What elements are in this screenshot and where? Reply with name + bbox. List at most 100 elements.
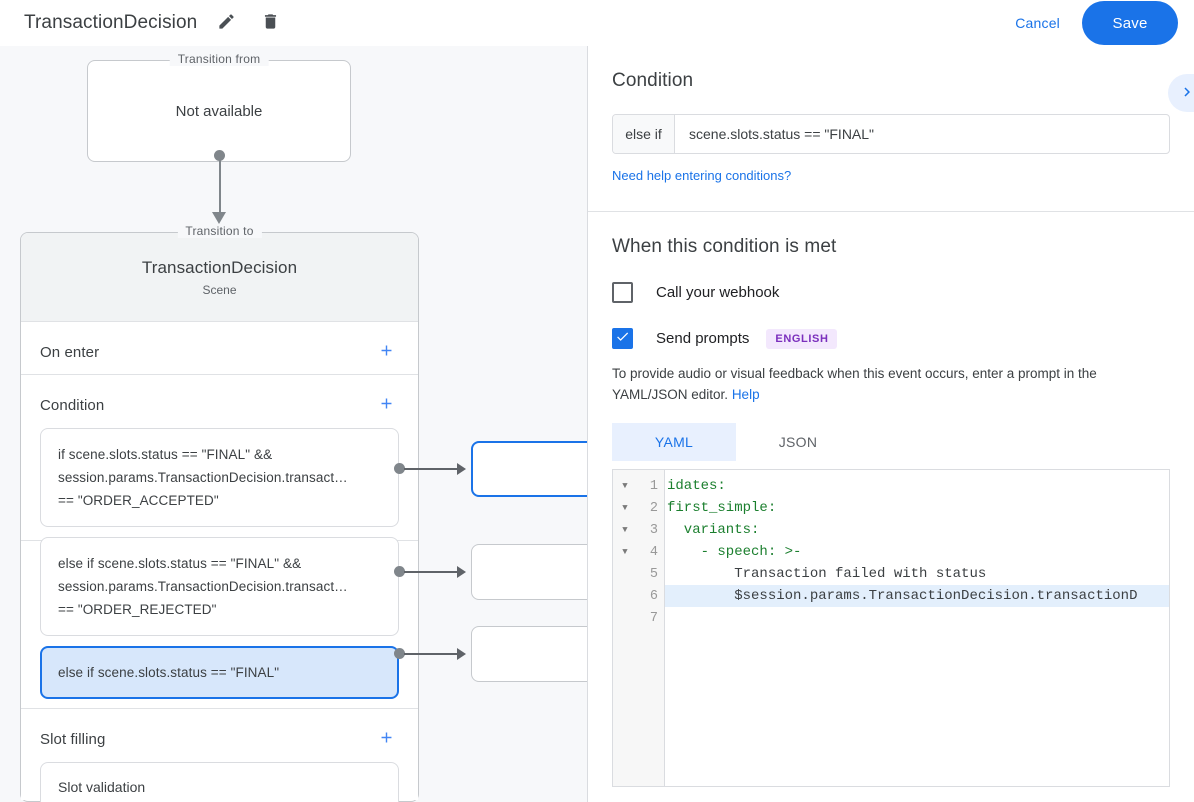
editor-line-number: 5 (649, 566, 658, 582)
need-help-conditions-link[interactable]: Need help entering conditions? (612, 168, 792, 183)
fold-toggle-icon[interactable]: ▼ (622, 481, 628, 491)
language-badge: ENGLISH (766, 328, 838, 349)
condition-heading: Condition (612, 70, 694, 91)
target-node-1[interactable] (471, 441, 588, 497)
editor-line-number: 7 (649, 610, 658, 626)
edge-dot (394, 648, 405, 659)
expand-panel-button[interactable] (1168, 74, 1194, 112)
plus-icon (378, 729, 395, 749)
transition-from-frame (87, 60, 351, 162)
fold-toggle-icon[interactable]: ▼ (622, 503, 628, 513)
connector-arrow-icon (212, 212, 226, 224)
scene-header: TransactionDecision Scene (21, 233, 418, 321)
call-webhook-checkbox[interactable] (612, 282, 633, 303)
editor-code-text: $session.params.TransactionDecision.tran… (667, 588, 1138, 604)
add-condition-button[interactable] (374, 393, 398, 417)
condition-card-line: session.params.TransactionDecision.trans… (58, 579, 348, 594)
editor-code-text: first_simple: (667, 500, 777, 516)
editor-code-line (665, 607, 1169, 629)
details-panel: Condition else if Need help entering con… (588, 46, 1194, 802)
transition-to-card: TransactionDecision Scene On enter (20, 224, 419, 802)
section-on-enter-header: On enter (21, 322, 418, 364)
transition-from-legend: Transition from (169, 52, 269, 66)
transition-to-frame: TransactionDecision Scene On enter (20, 232, 419, 802)
transition-from-value: Not available (175, 102, 263, 120)
connector-dot (214, 150, 225, 161)
condition-card-line: == "ORDER_REJECTED" (58, 602, 217, 617)
prompts-description-text: To provide audio or visual feedback when… (612, 366, 1097, 402)
delete-button[interactable] (255, 8, 285, 38)
editor-code-line: Transaction failed with status (665, 563, 1169, 585)
condition-input[interactable] (675, 115, 1169, 153)
tab-json[interactable]: JSON (736, 423, 860, 461)
editor-code-text: - speech: >- (667, 544, 802, 560)
edge-dot (394, 463, 405, 474)
condition-card-line: if scene.slots.status == "FINAL" && (58, 447, 273, 462)
condition-list: if scene.slots.status == "FINAL" && sessi… (21, 417, 418, 699)
editor-gutter-line: 5 (613, 563, 664, 585)
section-condition-header: Condition (21, 375, 418, 417)
send-prompts-checkbox[interactable] (612, 328, 633, 349)
section-divider (588, 211, 1194, 212)
editor-code-area[interactable]: idates: first_simple: variants: - speech:… (665, 470, 1169, 786)
editor-line-number: 1 (649, 478, 658, 494)
editor-format-tabs: YAML JSON (612, 423, 1170, 461)
save-button[interactable]: Save (1082, 1, 1178, 45)
section-slot-filling-header: Slot filling (21, 709, 418, 751)
plus-icon (378, 342, 395, 362)
cancel-button[interactable]: Cancel (1001, 7, 1074, 39)
condition-card-3[interactable]: else if scene.slots.status == "FINAL" (40, 646, 399, 699)
edge-line (404, 571, 458, 573)
editor-gutter-line: ▼2 (613, 497, 664, 519)
slot-validation-item[interactable]: Slot validation (40, 762, 399, 802)
prompts-description: To provide audio or visual feedback when… (612, 363, 1170, 405)
section-condition-title: Condition (40, 396, 105, 414)
editor-code-line: variants: (665, 519, 1169, 541)
section-on-enter-title: On enter (40, 343, 100, 361)
condition-card-line: == "ORDER_ACCEPTED" (58, 493, 219, 508)
editor-gutter-line: ▼3 (613, 519, 664, 541)
editor-line-number: 4 (649, 544, 658, 560)
target-node-2[interactable] (471, 544, 588, 600)
chevron-right-icon (1178, 83, 1194, 104)
transition-from-card: Transition from Not available (87, 52, 351, 162)
add-on-enter-button[interactable] (374, 340, 398, 364)
edit-button[interactable] (211, 8, 241, 38)
condition-card-1[interactable]: if scene.slots.status == "FINAL" &&sessi… (40, 428, 399, 527)
edge-arrow-icon (457, 648, 466, 660)
send-prompts-row[interactable]: Send prompts ENGLISH (612, 328, 1170, 349)
editor-code-text: variants: (667, 522, 760, 538)
help-link[interactable]: Help (731, 387, 760, 402)
when-condition-heading: When this condition is met (612, 236, 837, 257)
scene-type: Scene (202, 282, 237, 297)
editor-gutter-line: 7 (613, 607, 664, 629)
edge-dot (394, 566, 405, 577)
scene-name: TransactionDecision (141, 257, 298, 277)
condition-input-row: else if (612, 114, 1170, 154)
top-bar: TransactionDecision Cancel Save (0, 0, 1194, 46)
editor-code-line: idates: (665, 475, 1169, 497)
condition-card-2[interactable]: else if scene.slots.status == "FINAL" &&… (40, 537, 399, 636)
tab-yaml[interactable]: YAML (612, 423, 736, 461)
section-slot-filling: Slot filling Slot validation (21, 708, 418, 802)
fold-toggle-icon[interactable]: ▼ (622, 547, 628, 557)
editor-line-number: 2 (649, 500, 658, 516)
condition-editor-section: Condition else if Need help entering con… (588, 46, 1194, 211)
editor-gutter-line: 6 (613, 585, 664, 607)
pencil-icon (217, 12, 236, 34)
add-slot-filling-button[interactable] (374, 727, 398, 751)
section-slot-filling-title: Slot filling (40, 730, 106, 748)
editor-code-line: $session.params.TransactionDecision.tran… (665, 585, 1169, 607)
webhook-row[interactable]: Call your webhook (612, 282, 1170, 303)
panel-divider-vertical (587, 46, 588, 802)
fold-toggle-icon[interactable]: ▼ (622, 525, 628, 535)
edge-arrow-icon (457, 463, 466, 475)
target-node-3[interactable] (471, 626, 588, 682)
editor-code-line: first_simple: (665, 497, 1169, 519)
editor-gutter-line: ▼1 (613, 475, 664, 497)
editor-line-number: 3 (649, 522, 658, 538)
check-icon (615, 329, 630, 349)
